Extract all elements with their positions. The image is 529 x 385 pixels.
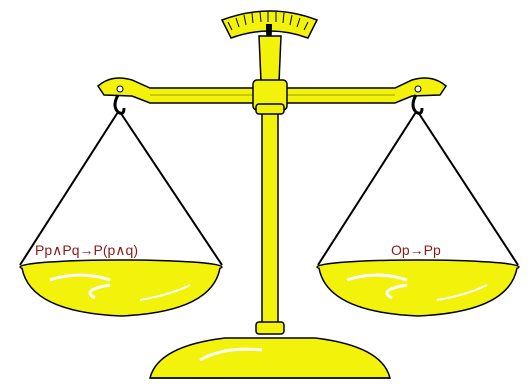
scale-base [149,337,391,379]
right-pan [316,259,520,317]
central-column [255,103,285,335]
left-pan-strings [19,111,223,266]
gauge-stem [258,35,282,83]
right-pan-label: Op→Pp [391,242,441,258]
left-pan [19,259,223,317]
right-hook [411,94,424,115]
left-pan-label: Pp∧Pq→P(p∧q) [35,242,138,258]
right-pan-strings [317,111,519,266]
balance-beam [97,77,447,111]
left-hook [113,94,126,115]
